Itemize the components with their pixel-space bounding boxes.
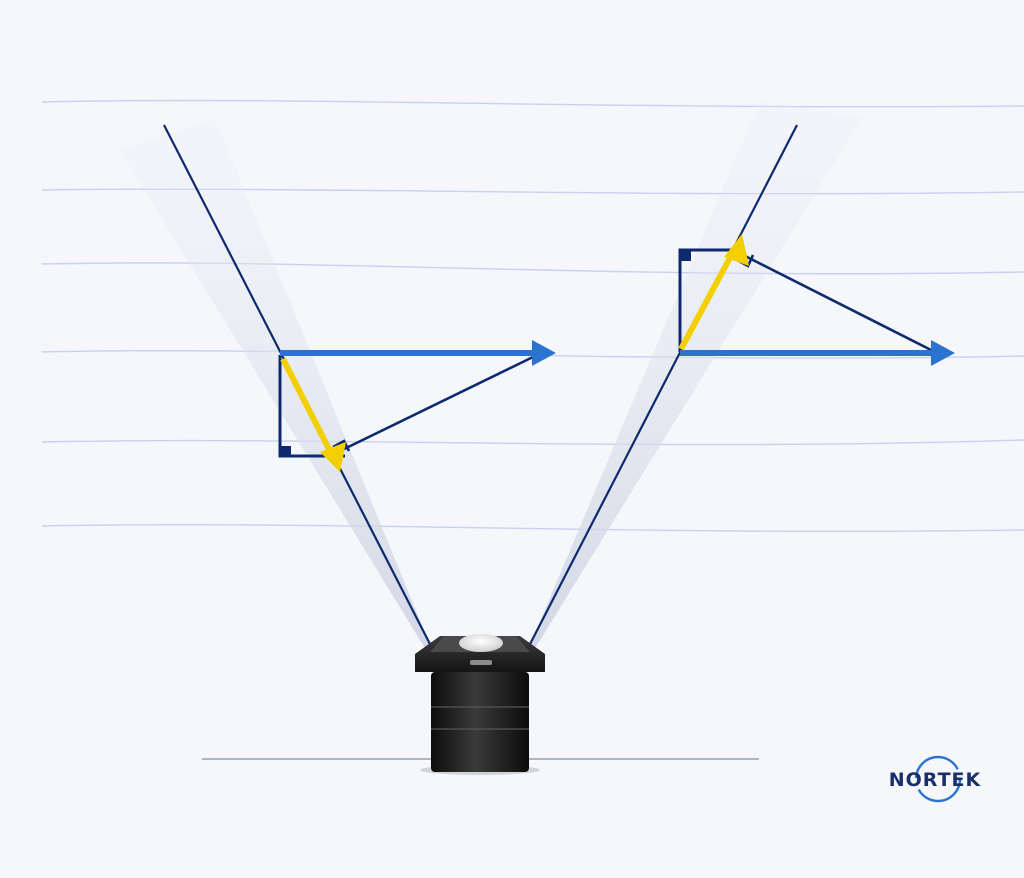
right-beam-line xyxy=(527,124,798,649)
left-beam-right-angle-marker xyxy=(332,439,351,452)
flow-line xyxy=(41,99,1024,108)
right-along-beam-arrowhead xyxy=(724,234,749,266)
flow-line xyxy=(41,439,1024,446)
left-along-beam-velocity-arrow xyxy=(280,357,335,457)
right-beam-cone xyxy=(528,100,862,650)
right-projection-line xyxy=(744,254,936,354)
right-along-beam-velocity-arrow xyxy=(678,250,736,351)
left-velocity-triangle xyxy=(278,340,556,472)
logo-ring xyxy=(914,755,962,803)
acoustic-doppler-instrument-icon xyxy=(415,634,545,775)
logo-text: NORTEK xyxy=(889,769,982,791)
right-velocity-triangle xyxy=(678,234,955,366)
right-right-angle-marker xyxy=(680,250,691,261)
left-horizontal-arrowhead xyxy=(532,340,556,366)
left-along-beam-arrowhead xyxy=(320,442,346,472)
left-projection-line xyxy=(337,354,536,454)
flow-line xyxy=(41,523,1024,533)
left-beam-cone xyxy=(120,118,432,650)
flow-line xyxy=(41,262,1024,275)
left-right-angle-marker xyxy=(280,446,291,457)
instrument-body xyxy=(431,672,529,772)
nortek-logo: NORTEK xyxy=(889,755,982,803)
right-horizontal-arrowhead xyxy=(931,340,955,366)
instrument-connector xyxy=(470,660,492,665)
instrument-transducer xyxy=(459,634,503,652)
